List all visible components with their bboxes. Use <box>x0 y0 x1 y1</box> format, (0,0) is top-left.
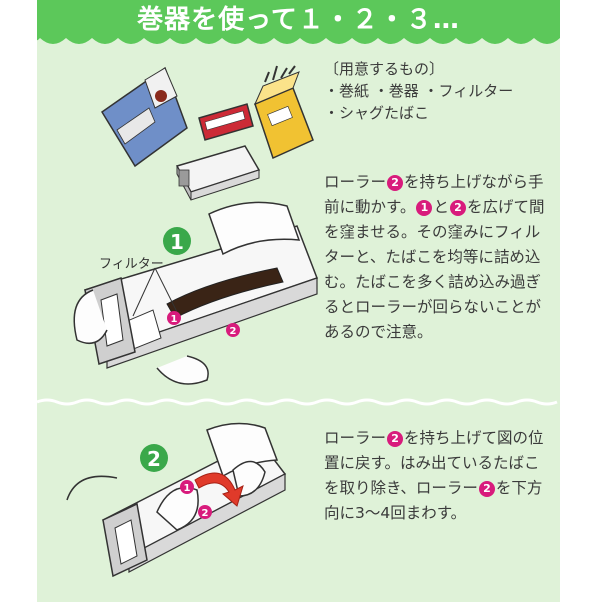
step1-text-part: と <box>433 198 449 216</box>
rolling-machine-illustration <box>175 145 261 201</box>
rotation-arrow <box>194 472 244 507</box>
step1-number: 1 <box>170 230 184 254</box>
step1-text-badge: 1 <box>416 200 433 216</box>
step1-text-part: を持ち上げながら手前に動かす。 <box>324 173 544 216</box>
rolling-papers-illustration <box>198 103 254 141</box>
step2-number-circle <box>140 444 168 472</box>
step2-text-badge: 2 <box>387 431 404 447</box>
step1-text-part: を広げて間を窪ませる。その窪みにフィルターと、たばこを均等に詰め込む。たばこを多… <box>324 198 545 341</box>
step2-marker-1-label: 1 <box>184 483 191 494</box>
title-banner <box>37 0 560 44</box>
materials-line-1: ・巻紙 ・巻器 ・フィルター <box>324 82 514 100</box>
materials-line-2: ・シャグたばこ <box>324 104 430 122</box>
step1-text-badge: 2 <box>387 175 404 191</box>
step1-number-circle <box>163 227 191 255</box>
step2-text-part: を下方向に3～4回まわす。 <box>324 479 543 522</box>
page-title: 巻器を使って１・２・３… <box>137 5 460 35</box>
step2-text-badge: 2 <box>478 481 495 497</box>
step2-text-part: ローラー <box>324 429 387 447</box>
step1-marker-1-label: 1 <box>171 314 178 325</box>
section-divider <box>37 398 558 406</box>
step1-marker-2 <box>226 323 240 337</box>
step1-text-badge: 2 <box>449 200 466 216</box>
instruction-panel: 巻器を使って１・２・３… <box>37 0 560 602</box>
materials-list: 〔用意するもの〕 ・巻紙 ・巻器 ・フィルター ・シャグたばこ <box>324 58 513 124</box>
tobacco-pouch-illustration <box>100 66 188 168</box>
step2-illustration <box>66 422 287 578</box>
step2-marker-2 <box>198 505 212 519</box>
step1-marker-1 <box>167 311 181 325</box>
materials-heading: 〔用意するもの〕 <box>324 60 445 78</box>
filter-label: フィルター <box>99 257 164 272</box>
step2-marker-2-label: 2 <box>202 508 209 519</box>
step1-marker-2-label: 2 <box>230 326 237 337</box>
step2-text-part: を持ち上げて図の位置に戻す。はみ出ているたばこを取り除き、ローラー <box>324 429 544 497</box>
step1-text-part: ローラー <box>324 173 387 191</box>
step2-number: 2 <box>147 447 161 471</box>
filter-box-illustration <box>254 65 314 160</box>
step2-marker-1 <box>180 480 194 494</box>
step1-illustration <box>73 201 318 385</box>
illustration-layer: 1 フィルター 1 2 2 1 2 <box>66 65 318 578</box>
